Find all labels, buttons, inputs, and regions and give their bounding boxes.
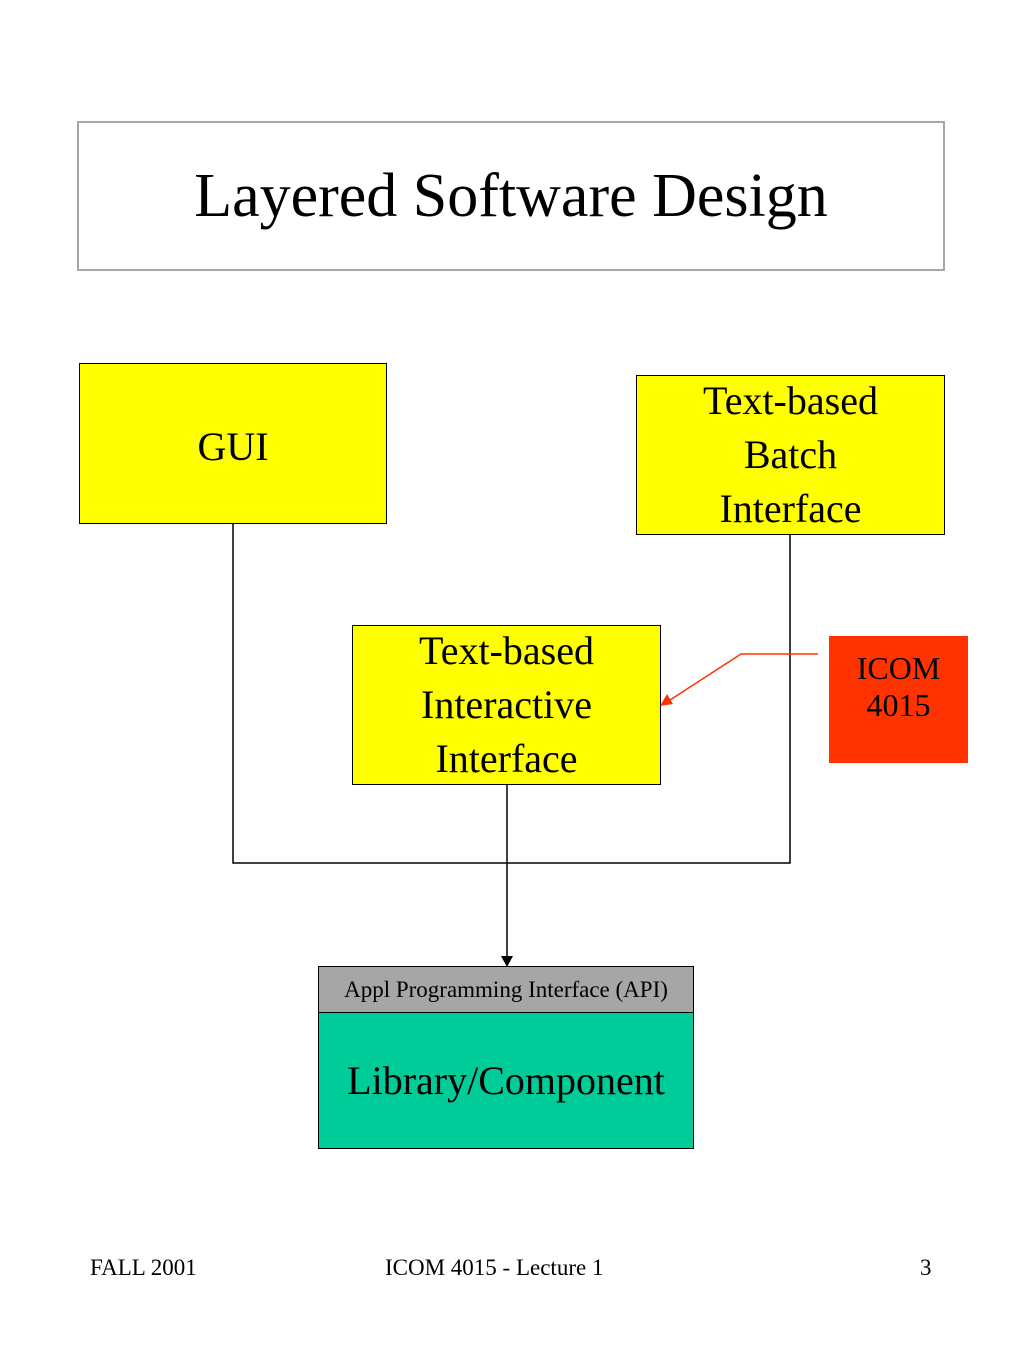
footer-course: ICOM 4015 - Lecture 1 <box>385 1255 604 1280</box>
title-box: Layered Software Design <box>77 121 945 271</box>
api-label: Appl Programming Interface (API) <box>344 976 668 1002</box>
gui-connector <box>232 524 507 864</box>
course-tag-line-1: ICOM <box>856 650 941 686</box>
gui-label: GUI <box>197 424 269 469</box>
api-bar: Appl Programming Interface (API) <box>318 966 694 1013</box>
course-tag-line-2: 4015 <box>866 687 931 723</box>
library-label: Library/Component <box>347 1057 665 1103</box>
footer-term: FALL 2001 <box>90 1255 197 1280</box>
interactive-interface-box: Text-based Interactive Interface <box>352 625 661 785</box>
course-tag-box: ICOM 4015 <box>829 636 968 763</box>
batch-interface-box: Text-based Batch Interface <box>636 375 945 535</box>
batch-line-2: Batch <box>743 432 838 477</box>
batch-line-1: Text-based <box>703 378 878 423</box>
library-component-box: Library/Component <box>318 1012 694 1149</box>
api-arrowhead <box>501 956 513 967</box>
gui-box: GUI <box>79 363 387 524</box>
footer-page-number: 3 <box>920 1255 932 1280</box>
interactive-line-2: Interactive <box>421 682 592 727</box>
interactive-line-3: Interface <box>435 736 578 781</box>
batch-connector <box>507 535 791 864</box>
callout-arrowhead <box>660 694 673 706</box>
callout-line <box>669 653 818 701</box>
interactive-line-1: Text-based <box>419 628 594 673</box>
batch-line-3: Interface <box>719 486 862 531</box>
slide-title: Layered Software Design <box>194 161 828 230</box>
